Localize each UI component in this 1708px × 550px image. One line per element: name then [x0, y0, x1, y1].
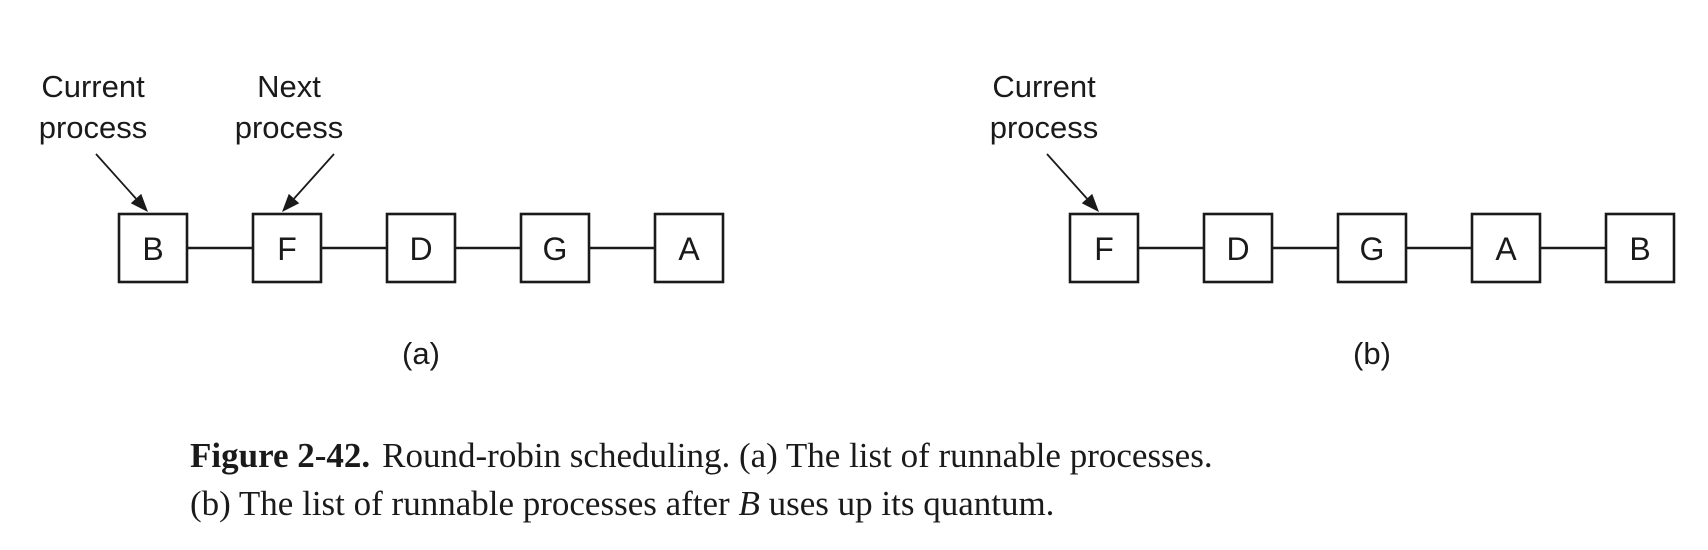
process-node-b-a: A: [1470, 212, 1542, 284]
pointer-arrowhead: [282, 193, 300, 212]
pointer-arrow-line: [1046, 153, 1088, 200]
pointer-label-line2: process: [990, 110, 1099, 145]
process-label: F: [277, 231, 297, 267]
process-label: A: [678, 231, 700, 267]
process-box: [1202, 212, 1274, 284]
process-label: A: [1495, 231, 1517, 267]
process-node-b-d: D: [1202, 212, 1274, 284]
panel-label-a: (a): [402, 336, 440, 371]
process-box: [251, 212, 323, 284]
pointer-arrow-line: [95, 153, 137, 200]
process-node-a-d: D: [385, 212, 457, 284]
caption-line-2-after: uses up its quantum.: [759, 484, 1055, 523]
process-label: G: [1360, 231, 1385, 267]
caption-line-1-text: Round-robin scheduling. (a) The list of …: [382, 436, 1213, 475]
process-box: [117, 212, 189, 284]
pointer-label-line2: process: [235, 110, 344, 145]
pointer-label-line1: Current: [41, 69, 145, 104]
caption-italic-b: B: [738, 484, 760, 523]
process-box: [1470, 212, 1542, 284]
pointer-label-line2: process: [39, 110, 148, 145]
process-box: [1604, 212, 1676, 284]
caption-line-2: (b) The list of runnable processes after…: [190, 480, 1590, 528]
figure-label: Figure 2-42.: [190, 436, 371, 475]
process-label: F: [1094, 231, 1114, 267]
pointer-arrowhead: [130, 193, 148, 212]
pointer-label-line1: Next: [257, 69, 321, 104]
process-node-b-f: F: [1068, 212, 1140, 284]
process-box: [1068, 212, 1140, 284]
diagram-a: B F D G A Current process Next process (a): [39, 69, 725, 371]
process-label: G: [543, 231, 568, 267]
process-label: D: [1226, 231, 1249, 267]
process-node-b-g: G: [1336, 212, 1408, 284]
caption-line-2-before: (b) The list of runnable processes after: [190, 484, 739, 523]
process-box: [519, 212, 591, 284]
process-box: [653, 212, 725, 284]
pointer-arrowhead: [1081, 193, 1099, 212]
process-node-a-f: F: [251, 212, 323, 284]
pointers-a: Current process Next process: [39, 69, 344, 212]
pointer-label-line1: Current: [992, 69, 1096, 104]
pointers-b: Current process: [990, 69, 1099, 212]
diagram-b: F D G A B Current process (b): [990, 69, 1676, 371]
process-node-a-b: B: [117, 212, 189, 284]
process-node-a-a: A: [653, 212, 725, 284]
pointer-a-1: Next process: [235, 69, 344, 212]
process-node-b-b: B: [1604, 212, 1676, 284]
process-node-a-g: G: [519, 212, 591, 284]
figure-caption: Figure 2-42. Round-robin scheduling. (a) …: [190, 432, 1590, 528]
pointer-a-0: Current process: [39, 69, 148, 212]
process-box: [385, 212, 457, 284]
panel-label-b: (b): [1353, 336, 1391, 371]
pointer-arrow-line: [293, 153, 335, 200]
process-box: [1336, 212, 1408, 284]
process-label: B: [142, 231, 163, 267]
pointer-b-0: Current process: [990, 69, 1099, 212]
process-label: B: [1629, 231, 1650, 267]
caption-line-1: Figure 2-42. Round-robin scheduling. (a) …: [190, 432, 1590, 480]
process-label: D: [409, 231, 432, 267]
